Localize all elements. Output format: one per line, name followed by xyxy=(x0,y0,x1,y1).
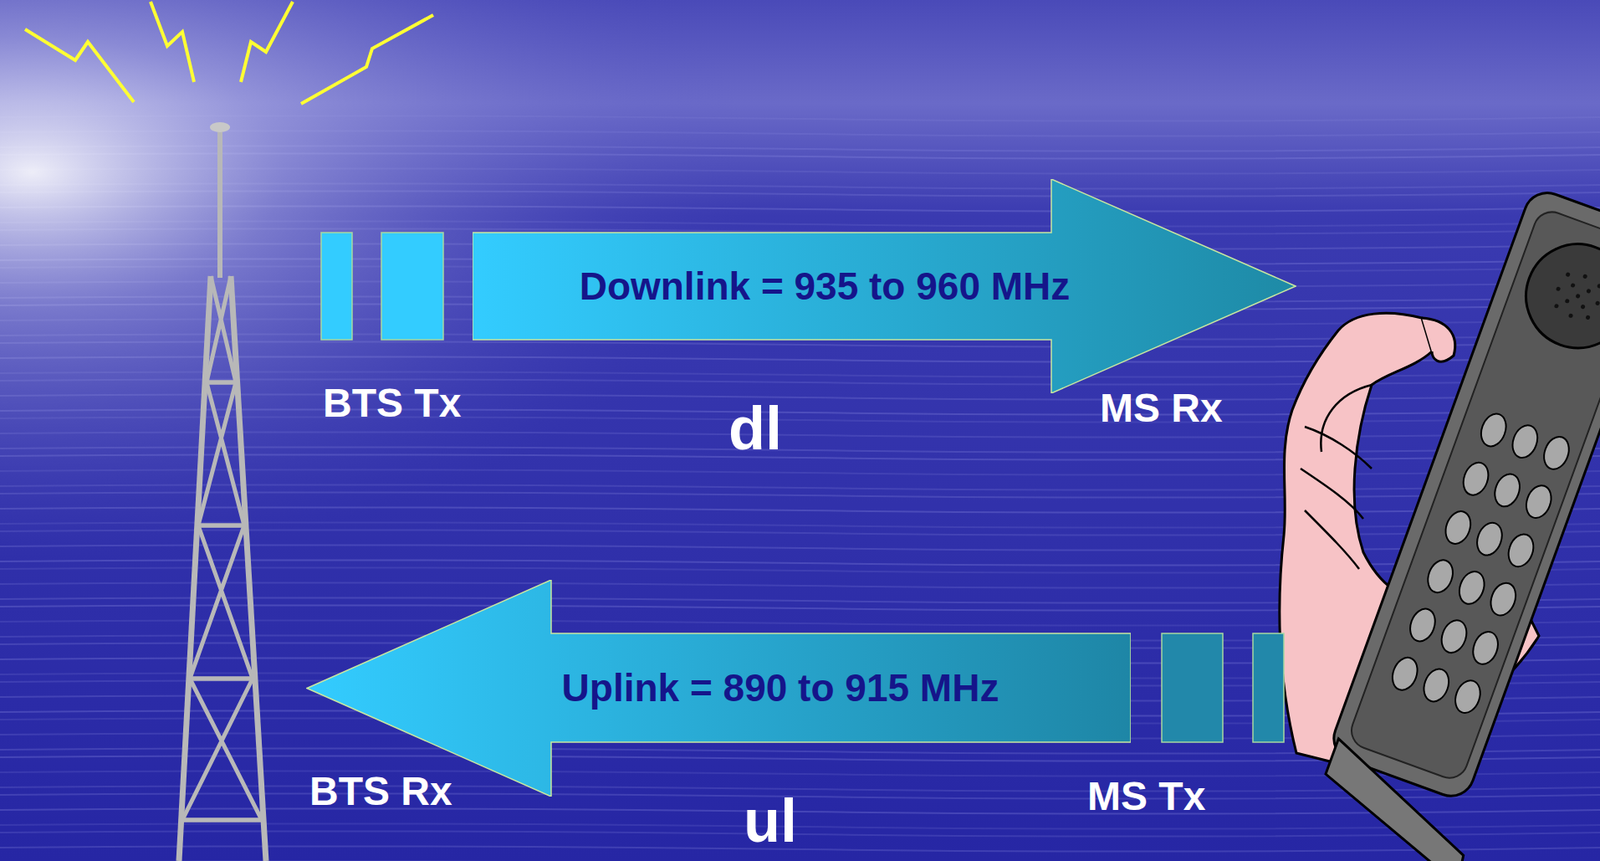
phone-flip xyxy=(1305,738,1491,861)
speaker-hole xyxy=(1584,314,1590,320)
band-label: Downlink = 935 to 960 MHz xyxy=(579,265,1071,308)
speaker-holes xyxy=(1548,266,1600,326)
arrow-band: Uplink = 890 to 915 MHz xyxy=(306,579,1131,797)
transceiver-label: BTS Tx xyxy=(322,381,461,426)
phone-keypad xyxy=(1388,409,1574,716)
phone-key xyxy=(1477,409,1511,450)
phone-face xyxy=(1346,206,1600,783)
phone-key xyxy=(1522,481,1556,522)
link-direction-label: dl xyxy=(728,395,783,462)
hand-holding-phone xyxy=(1279,186,1600,861)
speaker-hole xyxy=(1568,312,1574,318)
arrow-band: Downlink = 935 to 960 MHz xyxy=(472,178,1297,394)
link-direction-label: ul xyxy=(743,787,798,854)
speaker-hole xyxy=(1585,288,1591,294)
phone-key xyxy=(1388,654,1422,694)
lightning-bolt xyxy=(301,15,434,104)
phone-key xyxy=(1504,530,1539,570)
speaker-hole xyxy=(1582,273,1588,279)
speaker-hole xyxy=(1594,300,1600,306)
speaker-hole xyxy=(1555,286,1561,292)
phone-key xyxy=(1437,616,1472,656)
speaker-hole xyxy=(1574,293,1580,299)
phone-key xyxy=(1459,459,1493,499)
phone-key xyxy=(1490,470,1524,510)
phone-key xyxy=(1507,421,1542,461)
tower-cross xyxy=(206,276,236,383)
speaker-hole xyxy=(1579,303,1585,309)
antenna-mast xyxy=(217,125,223,278)
phone-key xyxy=(1455,567,1489,608)
speaker-hole xyxy=(1553,303,1560,309)
speaker-hole xyxy=(1564,298,1570,304)
phone-key xyxy=(1468,628,1503,668)
antenna-tip xyxy=(209,122,231,133)
transceiver-label: BTS Rx xyxy=(309,769,453,814)
phone-speaker xyxy=(1511,229,1600,363)
phone-key xyxy=(1441,507,1475,547)
phone-key xyxy=(1486,579,1520,619)
signal-block xyxy=(381,232,444,340)
transceiver-label: MS Tx xyxy=(1087,774,1206,819)
phone-key xyxy=(1539,433,1574,473)
band-label: Uplink = 890 to 915 MHz xyxy=(562,666,1000,710)
arrow-outline xyxy=(306,579,1131,797)
finger-lines xyxy=(1300,384,1372,569)
lightning-bolt xyxy=(25,29,134,103)
arrow-outline xyxy=(472,178,1296,394)
thumb xyxy=(1421,317,1456,362)
lightning-bolts xyxy=(25,1,434,104)
tower-cross xyxy=(198,382,245,526)
lightning-bolt xyxy=(240,1,293,82)
signal-block xyxy=(1252,633,1284,742)
tower-cross xyxy=(182,678,262,820)
phone-key xyxy=(1419,664,1453,705)
speaker-hole xyxy=(1564,271,1570,277)
phone-key xyxy=(1472,519,1507,559)
phone-body xyxy=(1327,186,1600,803)
phone-key xyxy=(1423,556,1457,596)
tower-cross xyxy=(189,525,253,679)
phone-key xyxy=(1405,604,1440,645)
phone-key xyxy=(1451,676,1485,716)
transceiver-label: MS Rx xyxy=(1099,386,1223,431)
signal-block xyxy=(321,232,353,340)
lightning-bolt xyxy=(150,1,195,82)
signal-block xyxy=(1161,633,1223,742)
speaker-hole xyxy=(1569,282,1575,288)
speaker-hole xyxy=(1596,283,1600,289)
antenna-tower xyxy=(178,122,266,861)
